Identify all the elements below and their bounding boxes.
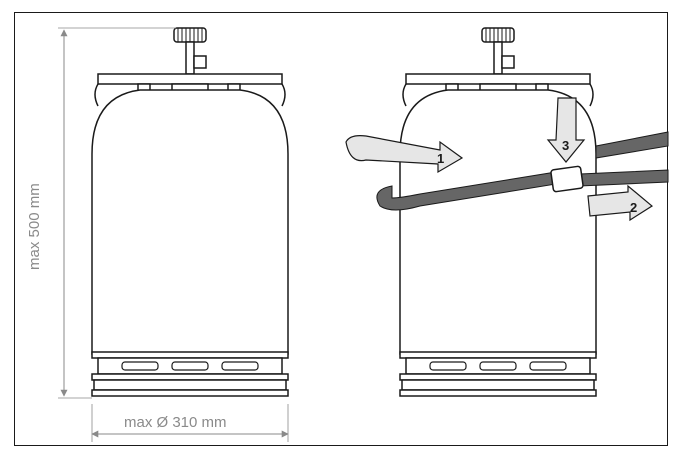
strap-buckle <box>550 165 584 193</box>
width-label: max Ø 310 mm <box>124 414 227 431</box>
step-3-label: 3 <box>562 138 569 153</box>
step-2-label: 2 <box>630 200 637 215</box>
arrow-step-3 <box>546 97 586 163</box>
strap-back <box>595 131 669 159</box>
gas-cylinder-right <box>399 27 597 397</box>
step-1-label: 1 <box>437 151 444 166</box>
strap-front <box>376 171 557 211</box>
height-label: max 500 mm <box>26 183 43 270</box>
arrow-step-1 <box>345 135 464 174</box>
diagram-frame <box>14 12 668 446</box>
gas-cylinder-left <box>91 27 289 397</box>
arrow-step-2 <box>587 184 654 222</box>
